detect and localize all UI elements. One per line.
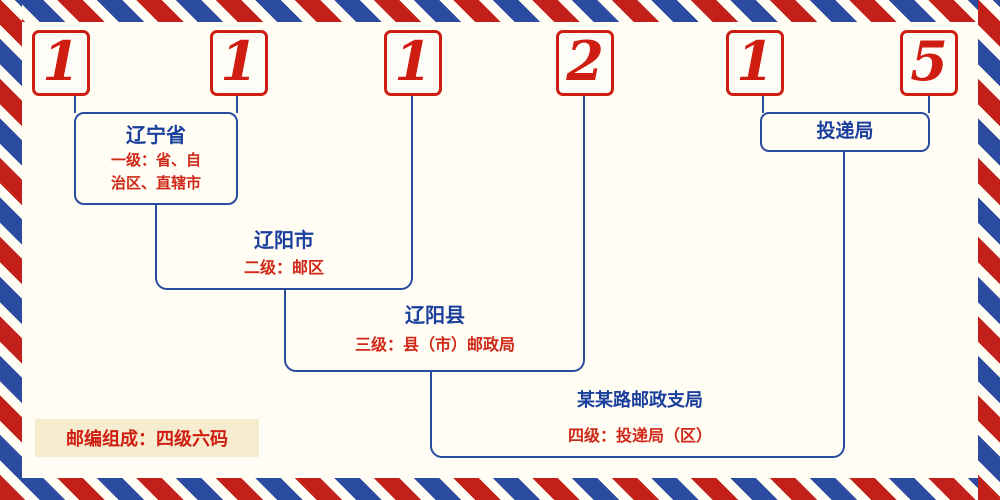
delivery-bureau-title: 投递局 xyxy=(816,120,874,143)
branch-title: 某某路邮政支局 xyxy=(577,390,703,411)
airmail-border-right xyxy=(978,0,1000,500)
connector-digit6-delivery xyxy=(928,96,930,113)
province-title: 辽宁省 xyxy=(126,123,186,147)
digit-1: 1 xyxy=(42,29,80,93)
county-bracket-right xyxy=(435,96,585,372)
connector-digit2-province xyxy=(236,96,238,113)
branch-bracket-right xyxy=(638,152,845,458)
digit-box-1: 1 xyxy=(32,30,90,96)
province-label-box: 辽宁省 一级：省、自 治区、直辖市 xyxy=(74,112,238,205)
connector-digit5-delivery xyxy=(762,96,764,113)
airmail-border-left xyxy=(0,0,22,500)
airmail-border-bottom xyxy=(0,478,1000,500)
county-bracket-left xyxy=(284,290,435,372)
province-desc-line2: 治区、直辖市 xyxy=(110,174,201,192)
connector-digit1-province xyxy=(74,96,76,113)
city-bracket-right xyxy=(284,96,413,290)
province-desc-line1: 一级：省、自 xyxy=(110,151,201,169)
branch-bracket-left xyxy=(430,372,638,458)
digit-box-4: 2 xyxy=(556,30,614,96)
digit-5: 1 xyxy=(736,29,774,93)
county-label: 辽阳县 三级：县（市）邮政局 xyxy=(285,303,585,356)
digit-box-3: 1 xyxy=(384,30,442,96)
city-bracket-left xyxy=(155,205,284,290)
digit-box-6: 5 xyxy=(900,30,958,96)
county-desc: 三级：县（市）邮政局 xyxy=(354,335,515,354)
digit-3: 1 xyxy=(394,29,432,93)
digit-6: 5 xyxy=(910,29,948,93)
digit-box-2: 1 xyxy=(210,30,268,96)
digit-box-5: 1 xyxy=(726,30,784,96)
city-desc: 二级：邮区 xyxy=(243,258,324,277)
digit-2: 1 xyxy=(220,29,258,93)
branch-label: 某某路邮政支局 四级：投递局（区） xyxy=(470,390,810,447)
branch-desc: 四级：投递局（区） xyxy=(567,425,712,445)
postcode-composition-note: 邮编组成：四级六码 xyxy=(35,419,259,457)
city-title: 辽阳市 xyxy=(254,228,314,252)
airmail-border-top xyxy=(0,0,1000,22)
delivery-bureau-box: 投递局 xyxy=(760,112,930,152)
digit-4: 2 xyxy=(566,29,604,93)
postcode-composition-text: 邮编组成：四级六码 xyxy=(66,429,228,450)
county-title: 辽阳县 xyxy=(405,303,465,327)
city-label: 辽阳市 二级：邮区 xyxy=(155,228,413,279)
